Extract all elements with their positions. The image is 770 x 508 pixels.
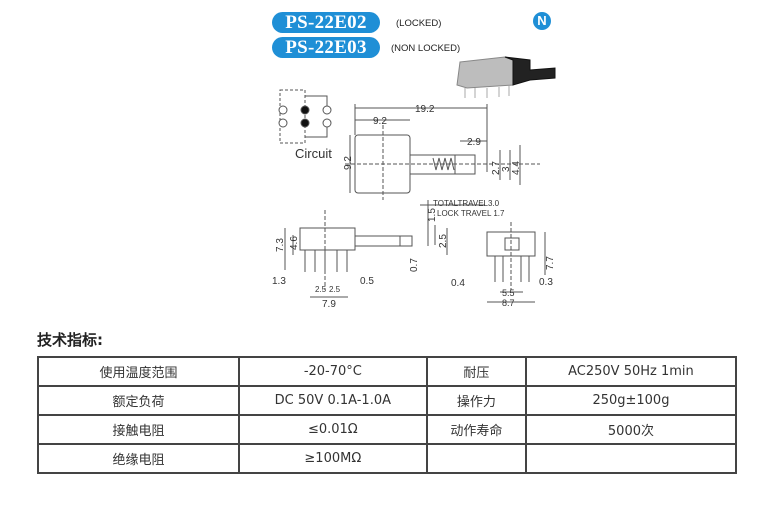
- table-row: 绝缘电阻 ≥100MΩ: [37, 443, 738, 474]
- dim-2-5-side: 2.5: [438, 234, 449, 248]
- dim-0-4: 0.4: [451, 278, 465, 289]
- side-view: [284, 200, 485, 298]
- dim-7-7: 7.7: [545, 256, 556, 270]
- front-view: [486, 222, 546, 303]
- dim-pitch-a: 2.5: [315, 285, 327, 294]
- dim-8-7: 8.7: [502, 298, 515, 308]
- spec-label: 动作寿命: [425, 414, 527, 445]
- dim-7-9: 7.9: [322, 299, 336, 310]
- spec-value: ≥100MΩ: [237, 443, 428, 474]
- spec-value: DC 50V 0.1A-1.0A: [237, 385, 428, 416]
- switch-photo: [456, 56, 556, 98]
- model-note-non-locked: (NON LOCKED): [391, 43, 461, 54]
- spec-label: 使用温度范围: [37, 356, 240, 387]
- model-badge-ps-22e02: PS-22E02: [272, 12, 380, 33]
- dim-9-2-width: 9.2: [373, 116, 387, 127]
- dim-0-5: 0.5: [360, 276, 374, 287]
- brand-logo-icon: N: [533, 12, 551, 30]
- dim-1-3: 1.3: [272, 276, 286, 287]
- spec-label: [425, 443, 527, 474]
- dim-0-3: 0.3: [539, 277, 553, 288]
- spec-label: 耐压: [425, 356, 527, 387]
- spec-table: 使用温度范围 -20-70°C 耐压 AC250V 50Hz 1min 额定负荷…: [37, 356, 738, 474]
- spec-section-title: 技术指标:: [37, 331, 103, 349]
- dim-7-3: 7.3: [275, 238, 286, 252]
- spec-value: 5000次: [524, 414, 738, 445]
- spec-label: 额定负荷: [37, 385, 240, 416]
- dim-3: 3: [501, 166, 512, 172]
- product-drawing: PS-22E02 (LOCKED) PS-22E03 (NON LOCKED) …: [255, 0, 575, 322]
- dim-pitch-b: 2.5: [329, 285, 341, 294]
- table-row: 使用温度范围 -20-70°C 耐压 AC250V 50Hz 1min: [37, 356, 738, 387]
- table-row: 额定负荷 DC 50V 0.1A-1.0A 操作力 250g±100g: [37, 385, 738, 416]
- spec-value: 250g±100g: [524, 385, 738, 416]
- model-note-locked: (LOCKED): [396, 18, 442, 29]
- total-travel-label: TOTALTRAVEL3.0: [433, 199, 500, 208]
- top-view: [345, 104, 540, 200]
- dim-2-7: 2.7: [491, 161, 502, 175]
- dim-19-2: 19.2: [415, 104, 435, 115]
- spec-value: [524, 443, 738, 474]
- technical-drawing: Circuit 19.2 9.2 2.9 9.2 2.7 3 4.4 TOTAL…: [272, 56, 556, 310]
- dim-4-4: 4.4: [511, 161, 522, 175]
- spec-label: 绝缘电阻: [37, 443, 240, 474]
- dim-1-5: 1.5: [427, 208, 438, 222]
- circuit-label: Circuit: [295, 146, 332, 161]
- spec-value: ≤0.01Ω: [237, 414, 428, 445]
- lock-travel-label: LOCK TRAVEL 1.7: [437, 209, 505, 218]
- table-row: 接触电阻 ≤0.01Ω 动作寿命 5000次: [37, 414, 738, 445]
- dim-0-7: 0.7: [409, 258, 420, 272]
- dim-9-2-height: 9.2: [343, 156, 354, 170]
- dim-5-5: 5.5: [502, 288, 515, 298]
- spec-value: -20-70°C: [237, 356, 428, 387]
- dim-2-9: 2.9: [467, 137, 481, 148]
- circuit-diagram: [278, 89, 332, 144]
- spec-label: 操作力: [425, 385, 527, 416]
- dim-4-6: 4.6: [289, 236, 300, 250]
- spec-value: AC250V 50Hz 1min: [524, 356, 738, 387]
- model-badge-ps-22e03: PS-22E03: [272, 37, 380, 58]
- spec-label: 接触电阻: [37, 414, 240, 445]
